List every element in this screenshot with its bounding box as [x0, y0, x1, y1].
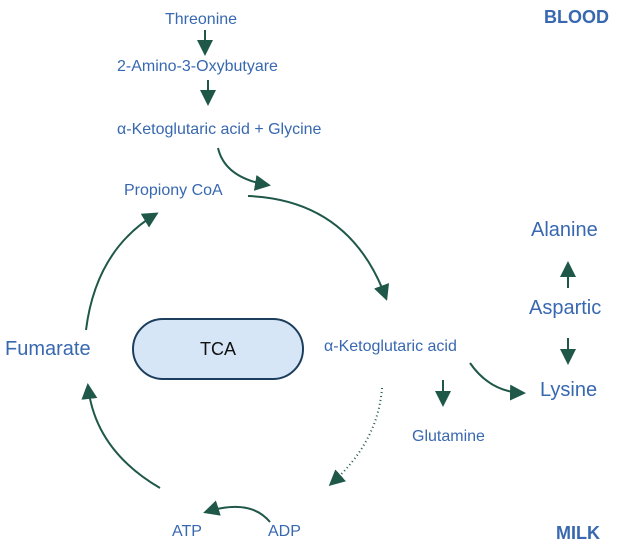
ketoglutaric-acid-label: α-Ketoglutaric acid: [324, 338, 457, 355]
aspartic-label: Aspartic: [529, 297, 602, 319]
tca-label: TCA: [200, 339, 236, 359]
glutamine-label: Glutamine: [412, 428, 485, 445]
adp-label: ADP: [268, 523, 301, 540]
threonine-label: Threonine: [165, 11, 238, 28]
blood-label: BLOOD: [544, 7, 609, 27]
atp-label: ATP: [172, 523, 202, 540]
ketoglutaric-glycine-label: α-Ketoglutaric acid + Glycine: [117, 121, 322, 138]
propiony-coa-label: Propiony CoA: [124, 182, 223, 199]
arrow-adp-to-atp: [203, 500, 271, 523]
alanine-label: Alanine: [531, 219, 598, 241]
amino-oxybutyare-label: 2-Amino-3-Oxybutyare: [117, 58, 278, 75]
tca-cycle-box: TCA: [132, 318, 304, 380]
arrow-milk-to-fumarate: [81, 383, 161, 489]
fumarate-label: Fumarate: [5, 338, 91, 360]
arrow-akg-to-lysine: [469, 362, 526, 401]
lysine-label: Lysine: [540, 379, 598, 401]
arrow-propiony-to-akg: [247, 195, 390, 301]
arrow-akg-glycine-to-propiony: [217, 147, 271, 191]
arrow-akg-to-milk: [328, 387, 383, 486]
arrow-fumarate-to-propiony: [85, 212, 159, 331]
milk-label: MILK: [556, 523, 600, 543]
